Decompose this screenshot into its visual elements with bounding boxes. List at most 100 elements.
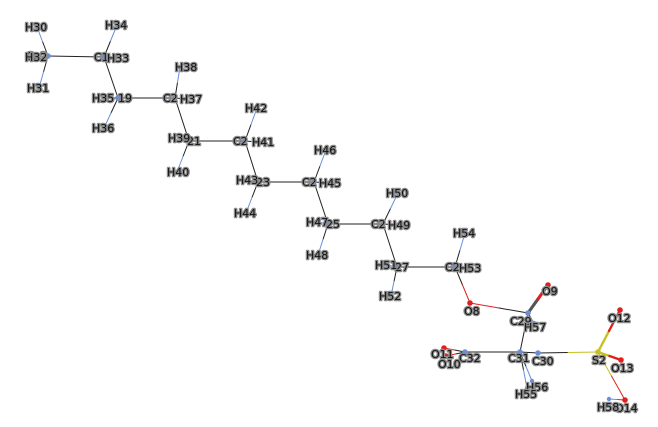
atom-h43-marker[interactable] [245, 177, 251, 183]
atom-h41-marker[interactable] [255, 139, 261, 145]
bond-c29-o9-b [536, 283, 550, 301]
atom-label-h50: H50 [386, 187, 408, 200]
bond-c29-c31-b [519, 332, 525, 353]
bond-c23-h44-b [245, 197, 253, 214]
atom-h42-marker[interactable] [254, 105, 260, 111]
bond-o8-c29-b [498, 307, 529, 314]
atom-label-c27: 27 [395, 261, 409, 274]
bond-c22-h42-a [244, 124, 252, 142]
atom-h55-marker[interactable] [524, 385, 530, 391]
atom-c21-marker[interactable] [186, 138, 192, 144]
bond-c19-h36-b [103, 112, 112, 129]
atom-label-o8: O8 [464, 305, 480, 318]
atom-c28-marker[interactable] [452, 264, 458, 270]
atom-h44-marker[interactable] [243, 210, 249, 216]
bond-layer [36, 24, 626, 401]
atom-o12-marker[interactable] [617, 307, 623, 313]
atom-label-o13: O13 [611, 362, 634, 375]
atom-c27-marker[interactable] [394, 264, 400, 270]
bond-c22-c23-a [244, 140, 252, 162]
atom-label-c28: C2 [445, 261, 460, 274]
atom-label-h38: H38 [175, 61, 197, 74]
atom-h33-marker[interactable] [112, 55, 118, 61]
atom-h47-marker[interactable] [315, 219, 321, 225]
bond-c24-c25-b [320, 202, 329, 225]
atom-o14-marker[interactable] [622, 397, 628, 403]
atom-label-c21: 21 [187, 135, 201, 148]
atom-h49-marker[interactable] [395, 222, 401, 228]
atom-c30-marker[interactable] [535, 350, 541, 356]
atom-h46-marker[interactable] [323, 147, 329, 153]
atom-label-h43: H43 [236, 174, 258, 187]
atom-h37-marker[interactable] [183, 96, 189, 102]
atom-c23-marker[interactable] [255, 179, 261, 185]
atom-o13-marker[interactable] [618, 357, 624, 363]
atom-o9-marker[interactable] [545, 282, 551, 288]
bond-c20-c21-a [174, 97, 183, 120]
atom-c19-marker[interactable] [115, 95, 121, 101]
atom-label-h42: H42 [245, 102, 267, 115]
atom-label-h48: H48 [306, 249, 328, 262]
atom-layer [34, 22, 628, 403]
atom-label-h32: H32 [25, 51, 47, 64]
bond-c25-h48-b [317, 239, 324, 256]
atom-c22-marker[interactable] [242, 138, 248, 144]
atom-h53-marker[interactable] [466, 265, 472, 271]
bond-c31-h55-b [523, 369, 528, 389]
atom-label-c25: 25 [326, 218, 340, 231]
atom-o8-marker[interactable] [467, 300, 473, 306]
atom-o10-marker[interactable] [443, 353, 449, 359]
atom-label-c24: C2 [302, 176, 317, 189]
atom-h58-marker[interactable] [606, 396, 612, 402]
atom-label-c26: C2 [371, 218, 386, 231]
atom-c20-marker[interactable] [172, 95, 178, 101]
bond-c2-h31-b [38, 71, 44, 89]
atom-h45-marker[interactable] [326, 180, 332, 186]
atom-h54-marker[interactable] [462, 230, 468, 236]
bond-c30-s2-b [567, 351, 599, 353]
atom-label-h44: H44 [234, 207, 256, 220]
bond-c17-h34-b [110, 24, 118, 42]
atom-c31-marker[interactable] [517, 349, 523, 355]
atom-label-o9: O9 [542, 285, 558, 298]
atom-h57-marker[interactable] [531, 320, 537, 326]
atom-label-c2: Ca2 [26, 50, 47, 63]
atom-h40-marker[interactable] [174, 169, 180, 175]
atom-o11-marker[interactable] [441, 345, 447, 351]
bond-s2-o14-a [597, 351, 612, 377]
atom-h32-marker[interactable] [34, 54, 40, 60]
atom-c24-marker[interactable] [311, 179, 317, 185]
atom-label-h51: H51 [375, 259, 397, 272]
atom-c32-marker[interactable] [462, 349, 468, 355]
atom-c2-marker[interactable] [45, 53, 51, 59]
atom-s2-marker[interactable] [595, 349, 601, 355]
atom-h31-marker[interactable] [36, 85, 42, 91]
atom-label-h37: H37 [180, 93, 202, 106]
atom-h36-marker[interactable] [101, 125, 107, 131]
atom-label-layer: Ca2H30H32H31C1H34H3319H35H36C2H38H3721H3… [24, 18, 639, 417]
atom-c17-marker[interactable] [101, 54, 107, 60]
atom-label-h39: H39 [168, 132, 190, 145]
atom-h51-marker[interactable] [384, 262, 390, 268]
atom-h48-marker[interactable] [315, 252, 321, 258]
atom-label-s2: S2 [592, 354, 606, 367]
atom-h52-marker[interactable] [388, 293, 394, 299]
bond-c29-c31-a [523, 312, 529, 333]
atom-c25-marker[interactable] [325, 221, 331, 227]
atom-c29-marker[interactable] [525, 310, 531, 316]
atom-h35-marker[interactable] [101, 95, 107, 101]
atom-h30-marker[interactable] [34, 24, 40, 30]
atom-h56-marker[interactable] [529, 378, 535, 384]
bond-c26-c27-b [389, 245, 398, 268]
atom-h39-marker[interactable] [177, 135, 183, 141]
bond-c31-h56-b [525, 366, 533, 382]
atom-c26-marker[interactable] [380, 221, 386, 227]
atom-h50-marker[interactable] [395, 190, 401, 196]
atom-h38-marker[interactable] [177, 64, 183, 70]
bond-c17-c19-b [110, 77, 119, 99]
atom-h34-marker[interactable] [114, 22, 120, 28]
bond-s2-o12-b [607, 308, 622, 333]
bond-s2-o14-b [611, 375, 626, 401]
